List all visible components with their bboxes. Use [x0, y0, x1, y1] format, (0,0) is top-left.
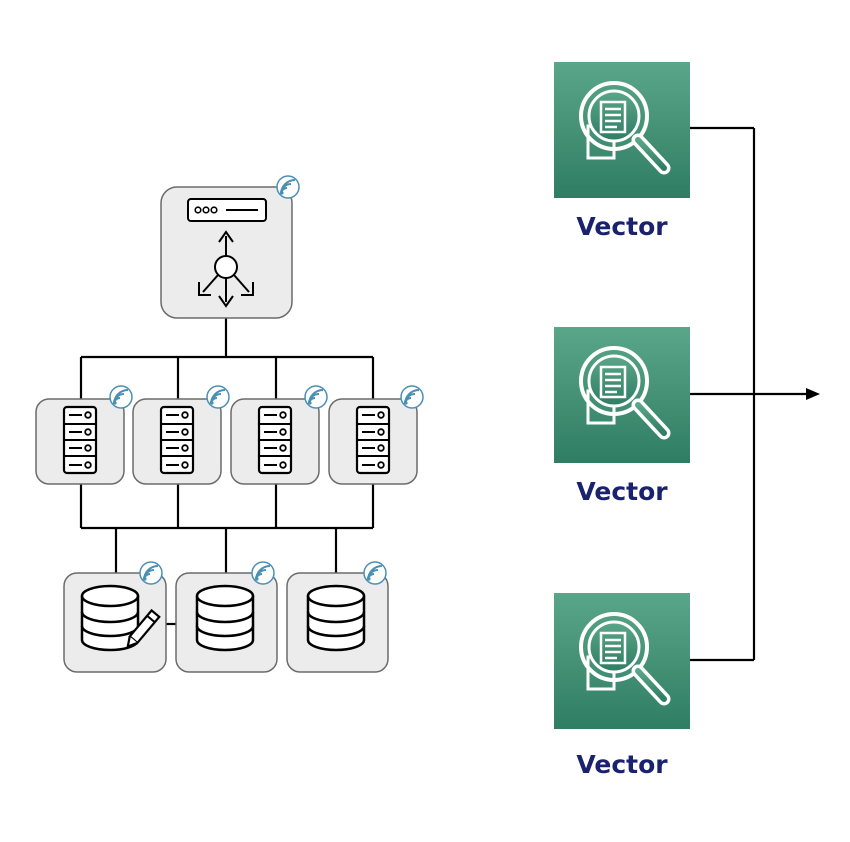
server-rack-icon	[159, 405, 195, 475]
vector-label: Vector	[576, 750, 668, 779]
vector-connectors	[690, 126, 806, 662]
vector-node: Vector	[554, 62, 690, 241]
document-search-icon	[554, 593, 690, 729]
document-search-icon	[554, 327, 690, 463]
database-edit-icon	[80, 584, 161, 652]
wifi-signal-icon	[139, 561, 163, 585]
wifi-signal-icon	[400, 385, 424, 409]
server-node	[132, 385, 230, 485]
server-rack-icon	[62, 405, 98, 475]
primary-database-node	[63, 561, 167, 673]
load-balancer-node	[160, 175, 300, 319]
server-node	[328, 385, 424, 485]
wifi-signal-icon	[251, 561, 275, 585]
replica-database-node	[175, 561, 278, 673]
output-arrow-icon	[806, 388, 820, 400]
server-node	[230, 385, 328, 485]
vector-label: Vector	[576, 212, 668, 241]
database-icon	[306, 584, 366, 652]
server-node	[35, 385, 133, 485]
vector-node: Vector	[554, 327, 690, 506]
vector-node: Vector	[554, 593, 690, 779]
wifi-signal-icon	[304, 385, 328, 409]
document-search-icon	[554, 62, 690, 198]
wifi-signal-icon	[276, 175, 300, 199]
server-rack-icon	[355, 405, 391, 475]
load-balancer-icon	[187, 198, 267, 308]
server-rack-icon	[257, 405, 293, 475]
replica-database-node	[286, 561, 389, 673]
cluster-connectors	[79, 318, 375, 626]
wifi-signal-icon	[109, 385, 133, 409]
database-icon	[195, 584, 255, 652]
wifi-signal-icon	[206, 385, 230, 409]
wifi-signal-icon	[363, 561, 387, 585]
vector-label: Vector	[576, 477, 668, 506]
